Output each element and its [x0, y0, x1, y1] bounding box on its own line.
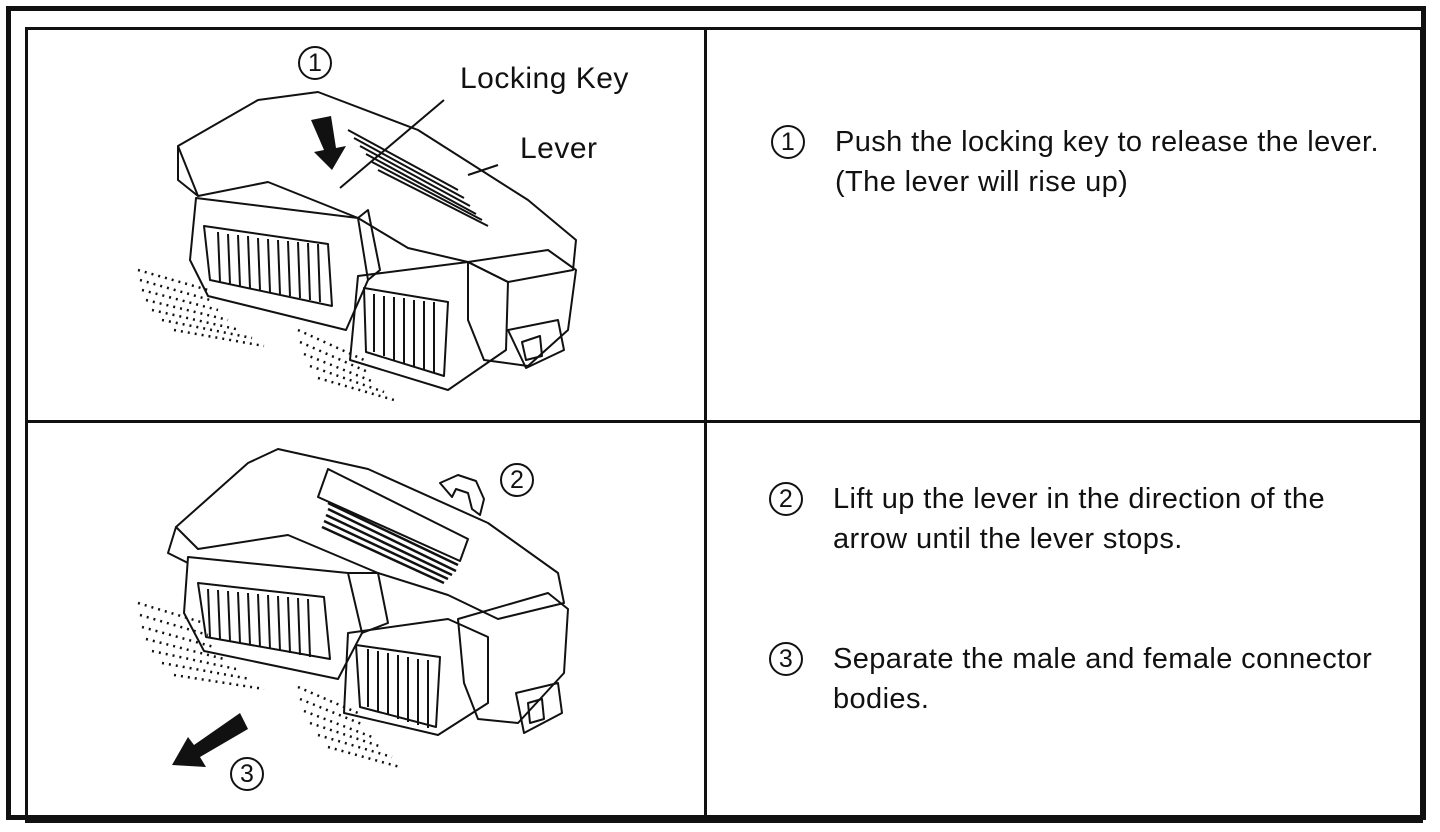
step-3: 3 Separate the male and female connector… [769, 639, 1409, 729]
instruction-table: 1 Locking Key Lever [25, 27, 1423, 823]
step-3-text: Separate the male and female connector b… [833, 643, 1373, 715]
row-divider [28, 420, 1420, 423]
step-1-marker: 1 [298, 46, 332, 80]
instruction-panel-frame: 1 Locking Key Lever [6, 6, 1426, 823]
step-3-number: 3 [769, 642, 803, 676]
step-1: 1 Push the locking key to release the le… [771, 122, 1411, 212]
step-3-marker: 3 [230, 757, 264, 791]
step-2-number: 2 [769, 482, 803, 516]
step-2: 2 Lift up the lever in the direction of … [769, 479, 1409, 569]
figure-cell-separate: 2 3 [28, 423, 704, 820]
locking-key-label: Locking Key [460, 62, 629, 95]
lever-label: Lever [520, 132, 598, 165]
step-2-text: Lift up the lever in the direction of th… [833, 483, 1325, 555]
column-divider [704, 30, 707, 820]
figure-cell-release-lever: 1 Locking Key Lever [28, 30, 704, 420]
step-2-marker: 2 [500, 463, 534, 497]
step-cell-1: 1 Push the locking key to release the le… [707, 30, 1426, 420]
step-cell-2-3: 2 Lift up the lever in the direction of … [707, 423, 1426, 820]
step-1-number: 1 [771, 125, 805, 159]
step-1-text: Push the locking key to release the leve… [835, 126, 1379, 198]
connector-illustration-unlocked [137, 448, 569, 769]
connector-illustration-locked [137, 91, 577, 402]
